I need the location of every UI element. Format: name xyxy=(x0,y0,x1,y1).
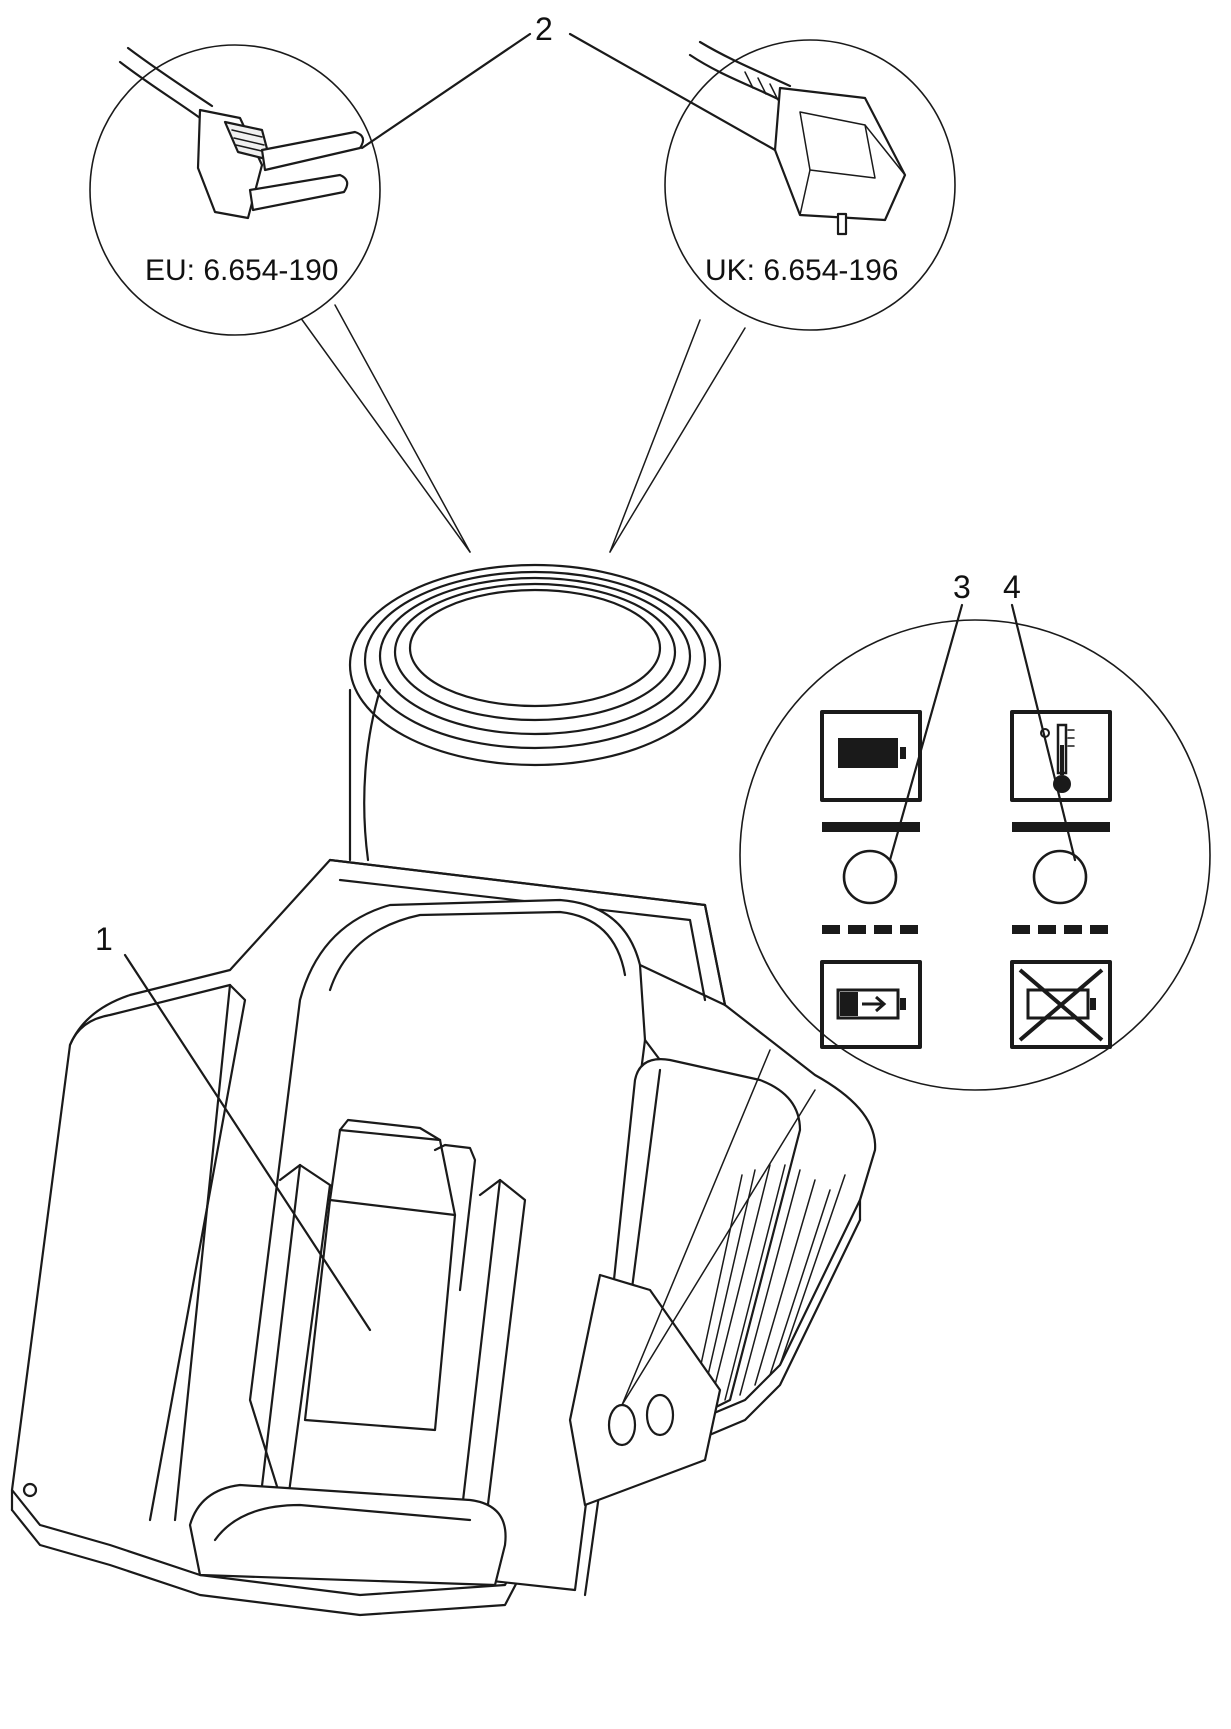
led-detail xyxy=(621,619,1211,1406)
eu-plug-detail: EU: 6.654-190 xyxy=(89,44,471,553)
coiled-cable xyxy=(348,563,722,862)
temperature-led-on-body xyxy=(645,1393,675,1437)
uk-plug-label: UK: 6.654-196 xyxy=(705,254,898,287)
battery-fault-icon xyxy=(1010,960,1112,1049)
callout-1: 1 xyxy=(95,921,113,957)
leader-3 xyxy=(888,603,964,862)
charger-body xyxy=(10,858,877,1617)
uk-plug-detail: UK: 6.654-196 xyxy=(609,39,956,553)
temperature-led xyxy=(1032,849,1088,905)
callout-3: 3 xyxy=(953,569,971,605)
battery-charging-icon xyxy=(820,960,922,1049)
callout-4: 4 xyxy=(1003,569,1021,605)
leader-1 xyxy=(123,953,372,1332)
leader-2-eu xyxy=(360,32,532,150)
charge-led xyxy=(842,849,898,905)
callout-2: 2 xyxy=(535,11,553,47)
eu-plug-label: EU: 6.654-190 xyxy=(145,254,338,287)
leader-2-uk xyxy=(568,32,777,152)
leader-4 xyxy=(1010,603,1077,862)
